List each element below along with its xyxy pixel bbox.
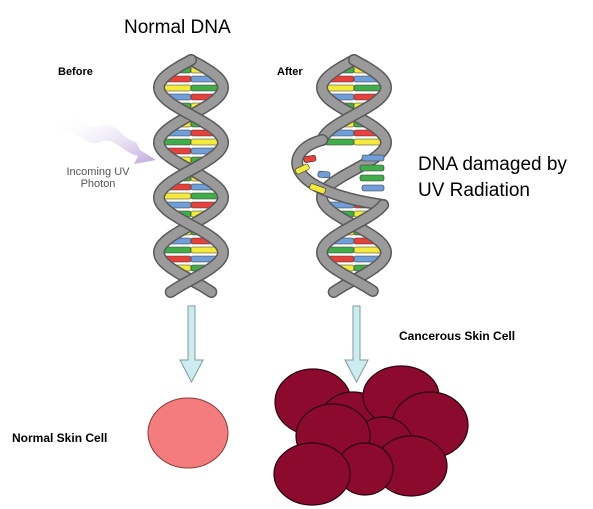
- title-normal-dna: Normal DNA: [124, 17, 231, 39]
- normal-skin-cell: [148, 398, 228, 468]
- normal-dna-helix: [159, 60, 223, 292]
- down-arrow-normal: [180, 306, 203, 382]
- label-cancerous-skin-cell: Cancerous Skin Cell: [399, 328, 539, 345]
- base-pair-left: [325, 139, 354, 145]
- cancerous-cell-cluster: [274, 366, 468, 505]
- label-dna-damaged: DNA damaged by UV Radiation: [418, 152, 593, 204]
- cancer-cell: [274, 443, 350, 505]
- damaged-base: [318, 171, 330, 178]
- label-incoming-uv-photon: Incoming UV Photon: [62, 166, 134, 190]
- label-after: After: [277, 66, 303, 78]
- base-pair-left: [325, 85, 354, 91]
- base-pair-left: [162, 85, 191, 91]
- base-pair-right: [191, 85, 220, 91]
- base-pair-right: [354, 139, 383, 145]
- damaged-base: [360, 165, 384, 171]
- base-pair-right: [191, 139, 220, 145]
- damaged-base: [362, 155, 384, 161]
- base-pair-left: [162, 139, 191, 145]
- damaged-dna-helix: [295, 60, 386, 292]
- uv-photon-arrow: [62, 117, 156, 164]
- label-before: Before: [58, 66, 93, 78]
- base-pair-right: [354, 85, 383, 91]
- damaged-base: [362, 185, 384, 191]
- damaged-base: [360, 175, 384, 181]
- down-arrow-cancerous: [345, 306, 368, 382]
- label-normal-skin-cell: Normal Skin Cell: [12, 431, 107, 445]
